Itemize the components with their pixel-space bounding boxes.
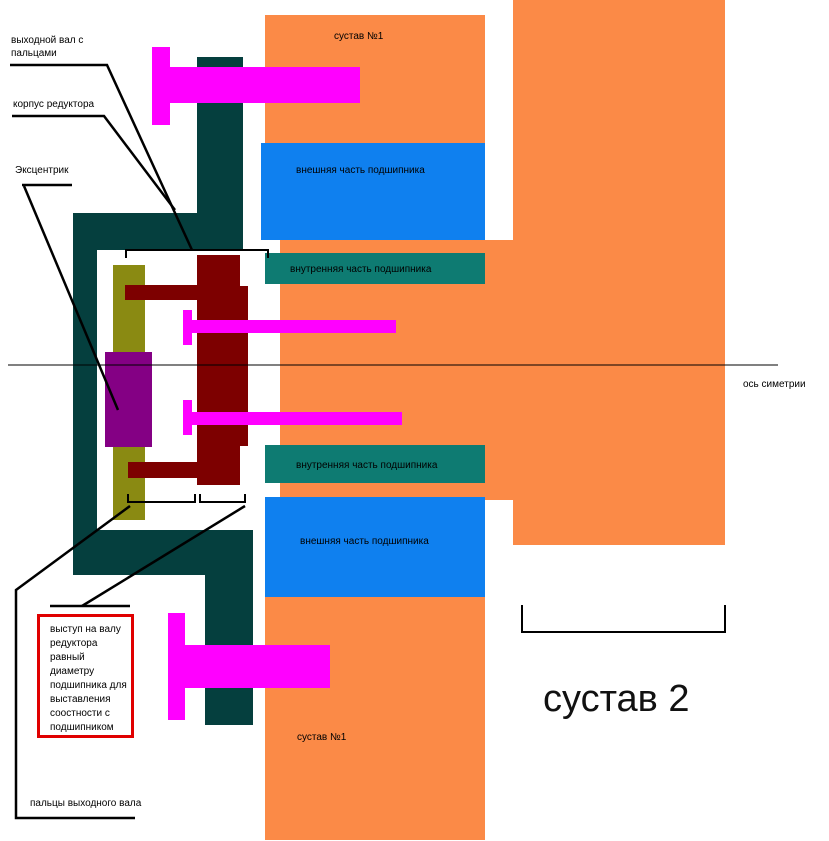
label-housing: корпус редуктора (13, 99, 95, 110)
outer-bearing-top (261, 143, 485, 240)
joint2-block (513, 0, 725, 545)
label-symmetry-axis: ось симетрии (743, 379, 806, 390)
label-eccentric: Эксцентрик (15, 165, 69, 176)
inner-bearing-top (265, 253, 485, 284)
label-inner-bearing-top: внутренняя часть подшипника (290, 264, 432, 275)
outer-bearing-bottom (265, 497, 485, 597)
leader-lines (10, 63, 246, 820)
inner-bearing-bottom (265, 445, 485, 483)
label-output-fingers: пальцы выходного вала (30, 798, 142, 809)
note-box: выступ на валу редуктора равный диаметру… (37, 614, 134, 738)
joint1-bottom (265, 595, 485, 840)
brackets (125, 249, 726, 633)
label-joint2: сустав 2 (543, 678, 690, 720)
label-outer-bearing-bottom: внешняя часть подшипника (300, 536, 429, 547)
label-joint1-bottom: сустав №1 (297, 732, 347, 743)
eccentric (105, 352, 152, 447)
label-joint1-top: сустав №1 (334, 31, 384, 42)
label-outer-bearing-top: внешняя часть подшипника (296, 165, 425, 176)
label-output-shaft: выходной вал с пальцами (11, 35, 84, 59)
label-inner-bearing-bottom: внутренняя часть подшипника (296, 460, 438, 471)
output-fingers (152, 47, 402, 720)
